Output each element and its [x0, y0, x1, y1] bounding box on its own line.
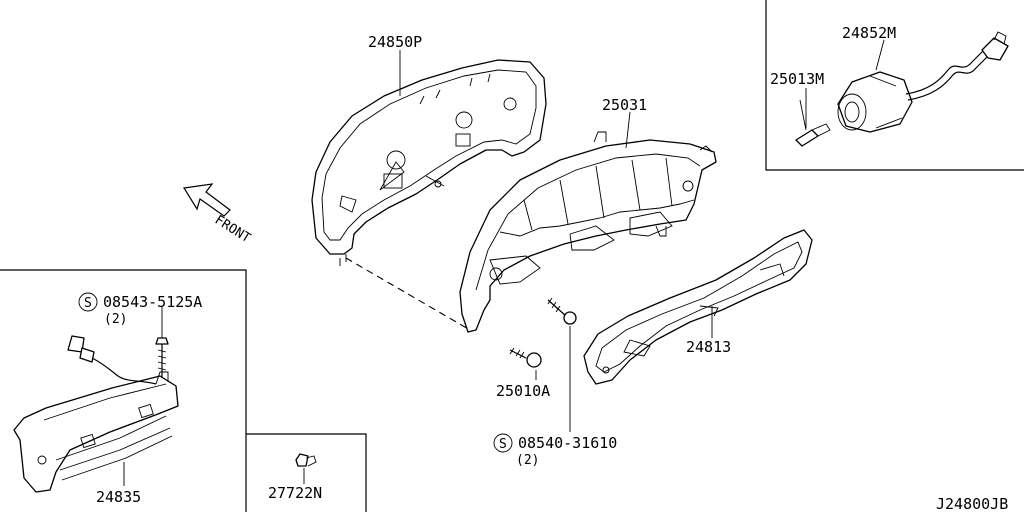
inset-frame-bottom-left: [0, 269, 247, 512]
connection-line: [345, 257, 471, 331]
label-24852m: 24852M: [842, 24, 896, 42]
label-24850p: 24850P: [368, 33, 422, 51]
inset-frame-top-right: [765, 0, 1024, 171]
connector-24835: [67, 335, 157, 385]
leader-lines: [123, 39, 885, 486]
s-mark-icon: [493, 433, 513, 453]
s-mark-a: S: [84, 296, 92, 311]
diagram-code: J24800JB: [936, 495, 1008, 512]
screw-08540-upper: [547, 297, 577, 325]
label-screw-08543: 08543-5125A: [103, 293, 202, 311]
label-screw-08540: 08540-31610: [518, 434, 617, 452]
label-screw-qty-b: (2): [516, 453, 539, 468]
combination-meter-25031: [459, 131, 717, 333]
meter-mask-24850p: [311, 59, 547, 266]
label-25010a: 25010A: [496, 382, 550, 400]
label-25031: 25031: [602, 96, 647, 114]
label-25013m: 25013M: [770, 70, 824, 88]
cover-24813: [583, 229, 813, 385]
bulb-25013m: [795, 99, 831, 147]
label-24835: 24835: [96, 488, 141, 506]
front-label: FRONT: [212, 213, 253, 247]
bulb-27722n: [295, 453, 317, 467]
s-mark-b: S: [499, 437, 507, 452]
front-arrow-icon: [183, 183, 231, 217]
label-24813: 24813: [686, 338, 731, 356]
screw-08543: [155, 337, 169, 378]
label-screw-qty-a: (2): [104, 312, 127, 327]
inset-frame-bottom-middle: [246, 433, 367, 512]
clip-25010a: [509, 347, 542, 368]
label-27722n: 27722N: [268, 484, 322, 502]
display-24835: [13, 371, 179, 493]
s-mark-icon: [78, 292, 98, 312]
meter-assy-24852m: [837, 31, 1009, 133]
